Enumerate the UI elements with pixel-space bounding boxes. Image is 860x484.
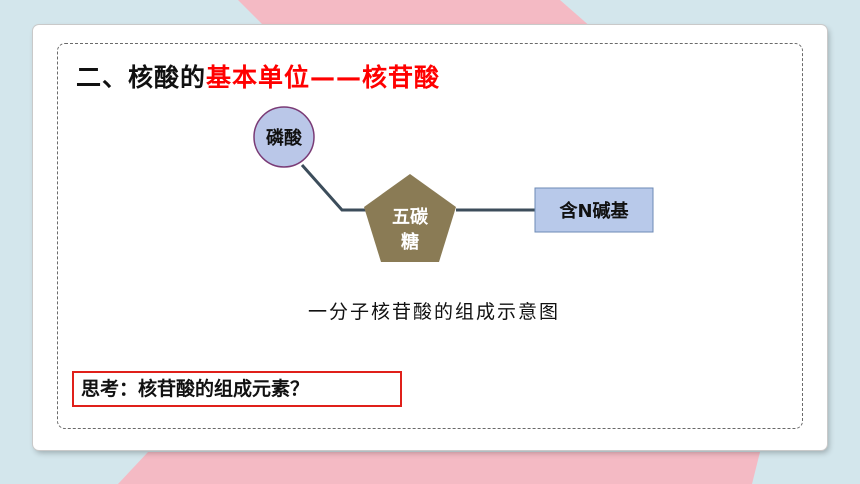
nitrogenous-base-box xyxy=(534,187,654,233)
question-box: 思考：核苷酸的组成元素？ xyxy=(72,371,402,407)
pink-triangle-bottom xyxy=(118,452,760,484)
heading-prefix: 二、核酸的 xyxy=(76,63,207,92)
phosphate-circle xyxy=(253,106,315,168)
heading-highlight: 基本单位——核苷酸 xyxy=(206,63,441,92)
nitrogenous-base-label: 含N碱基 xyxy=(559,200,629,222)
sugar-label-line1: 五碳 xyxy=(392,206,429,228)
pink-triangle-top xyxy=(238,0,592,28)
phosphate-label: 磷酸 xyxy=(266,127,303,149)
slide-heading: 二、核酸的基本单位——核苷酸 xyxy=(76,58,440,94)
dashed-frame xyxy=(57,43,803,429)
phosphate-sugar-connector xyxy=(300,164,368,212)
pentose-sugar-pentagon xyxy=(364,174,456,262)
diagram-caption: 一分子核苷酸的组成示意图 xyxy=(307,301,560,323)
sugar-label-line2: 糖 xyxy=(401,231,419,253)
